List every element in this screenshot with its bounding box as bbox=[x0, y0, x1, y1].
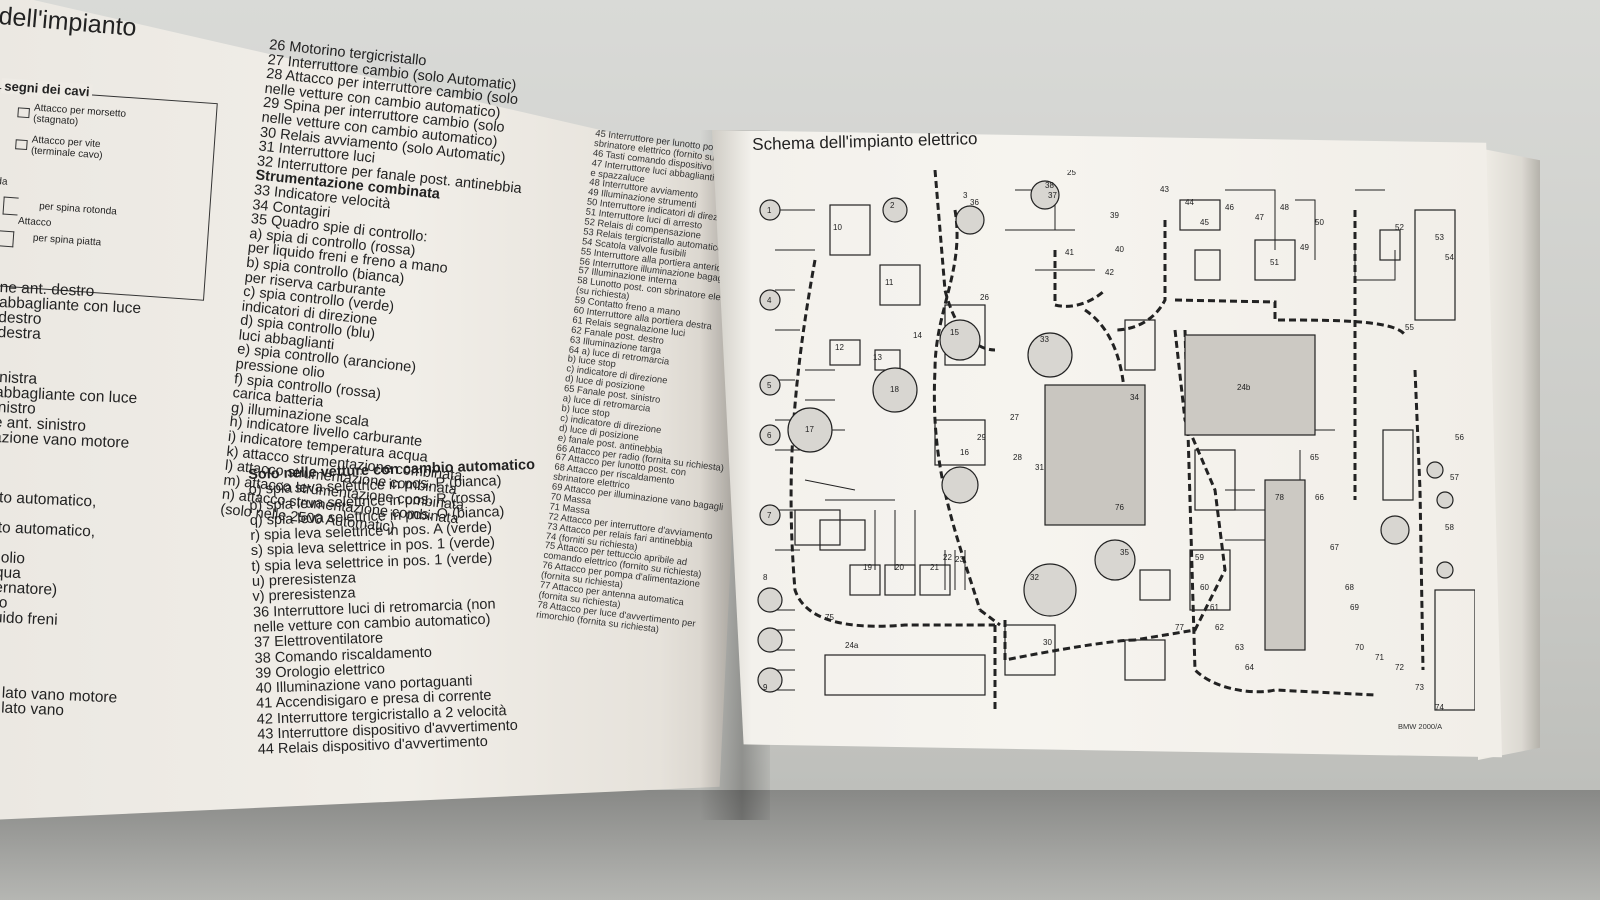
component-number-label: 9 bbox=[763, 683, 768, 692]
component-number-label: 55 bbox=[1405, 323, 1414, 332]
round-plug-icon bbox=[2, 196, 19, 216]
component-number-label: 69 bbox=[1350, 603, 1359, 612]
component-number-label: 67 bbox=[1330, 543, 1339, 552]
component-number-label: 8 bbox=[763, 573, 768, 582]
component-number-label: 44 bbox=[1185, 198, 1194, 207]
component-number-label: 36 bbox=[970, 198, 979, 207]
component-number-label: 13 bbox=[873, 353, 882, 362]
component-number-label: 34 bbox=[1130, 393, 1139, 402]
component-number-label: 26 bbox=[980, 293, 989, 302]
clamp-terminal-icon bbox=[17, 107, 30, 119]
component-number-label: 45 bbox=[1200, 218, 1209, 227]
component-number-label: 35 bbox=[1120, 548, 1129, 557]
component-number-label: 50 bbox=[1315, 218, 1324, 227]
component-number-label: 66 bbox=[1315, 493, 1324, 502]
component-number-label: 31 bbox=[1035, 463, 1044, 472]
component-number-label: 65 bbox=[1310, 453, 1319, 462]
component-number-label: 4 bbox=[767, 296, 772, 305]
legend-row: nda bbox=[0, 175, 8, 188]
component-number-label: 68 bbox=[1345, 583, 1354, 592]
component-number-label: 28 bbox=[1013, 453, 1022, 462]
component-number-label: 46 bbox=[1225, 203, 1234, 212]
component-number-label: 60 bbox=[1200, 583, 1209, 592]
component-number-label: 22 bbox=[943, 553, 952, 562]
component-number-label: 78 bbox=[1275, 493, 1284, 502]
component-number-label: 72 bbox=[1395, 663, 1404, 672]
component-number-label: 62 bbox=[1215, 623, 1224, 632]
component-number-label: 24a bbox=[845, 641, 859, 650]
component-number-label: 43 bbox=[1160, 185, 1169, 194]
component-number-label: 52 bbox=[1395, 223, 1404, 232]
component-number-label: 29 bbox=[977, 433, 986, 442]
component-number-label: 2 bbox=[890, 201, 895, 210]
component-number-label: 41 bbox=[1065, 248, 1074, 257]
component-number-label: 11 bbox=[885, 278, 894, 287]
component-number-label: 21 bbox=[930, 563, 939, 572]
component-number-label: 1 bbox=[767, 206, 772, 215]
component-number-label: 63 bbox=[1235, 643, 1244, 652]
component-number-label: 57 bbox=[1450, 473, 1459, 482]
legend-row: Attacco bbox=[17, 215, 52, 229]
component-number-label: 38 bbox=[1045, 181, 1054, 190]
component-number-label: 64 bbox=[1245, 663, 1254, 672]
book-shadow bbox=[0, 790, 1600, 900]
component-number-label: 6 bbox=[767, 431, 772, 440]
component-number-label: 12 bbox=[835, 343, 844, 352]
flat-plug-icon bbox=[0, 230, 15, 248]
component-number-label: 74 bbox=[1435, 703, 1444, 712]
component-number-label: 73 bbox=[1415, 683, 1424, 692]
component-number-label: 42 bbox=[1105, 268, 1114, 277]
component-number-label: 25 bbox=[1067, 170, 1076, 177]
component-number-label: 39 bbox=[1110, 211, 1119, 220]
component-number-label: 32 bbox=[1030, 573, 1039, 582]
component-number-label: 51 bbox=[1270, 258, 1279, 267]
component-number-label: 20 bbox=[895, 563, 904, 572]
component-number-label: 59 bbox=[1195, 553, 1204, 562]
component-number-label: 19 bbox=[863, 563, 872, 572]
component-number-label: 10 bbox=[833, 223, 842, 232]
component-number-label: 27 bbox=[1010, 413, 1019, 422]
component-number-label: 15 bbox=[950, 328, 959, 337]
diagram-code: BMW 2000/A bbox=[1398, 722, 1443, 731]
component-number-label: 24b bbox=[1237, 383, 1251, 392]
component-number-label: 33 bbox=[1040, 335, 1049, 344]
left-text-column-3: Solo nelle vetture con cambio automatico… bbox=[248, 457, 578, 759]
component-number-label: 76 bbox=[1115, 503, 1124, 512]
component-number-label: 77 bbox=[1175, 623, 1184, 632]
wire-symbol-legend: segni dei cavi Attacco per morsetto (sta… bbox=[0, 78, 227, 301]
component-number-label: 30 bbox=[1043, 638, 1052, 647]
component-number-label: 3 bbox=[963, 191, 968, 200]
component-number-label: 16 bbox=[960, 448, 969, 457]
component-number-label: 18 bbox=[890, 385, 899, 394]
component-number-label: 70 bbox=[1355, 643, 1364, 652]
component-number-label: 48 bbox=[1280, 203, 1289, 212]
component-number-label: 23 bbox=[955, 555, 964, 564]
component-number-label: 49 bbox=[1300, 243, 1309, 252]
component-number-label: 47 bbox=[1255, 213, 1264, 222]
component-number-label: 17 bbox=[805, 425, 814, 434]
component-number-label: 5 bbox=[767, 381, 772, 390]
component-number-label: 61 bbox=[1210, 603, 1219, 612]
component-number-label: 58 bbox=[1445, 523, 1454, 532]
component-number-label: 71 bbox=[1375, 653, 1384, 662]
component-number-label: 54 bbox=[1445, 253, 1454, 262]
component-number-label: 40 bbox=[1115, 245, 1124, 254]
component-number-label: 75 bbox=[825, 613, 834, 622]
component-number-label: 56 bbox=[1455, 433, 1464, 442]
left-page bbox=[0, 0, 750, 820]
component-number-label: 37 bbox=[1048, 191, 1057, 200]
screw-terminal-icon bbox=[15, 139, 28, 151]
component-number-label: 7 bbox=[767, 511, 772, 520]
component-number-label: 14 bbox=[913, 331, 922, 340]
component-number-label: 53 bbox=[1435, 233, 1444, 242]
